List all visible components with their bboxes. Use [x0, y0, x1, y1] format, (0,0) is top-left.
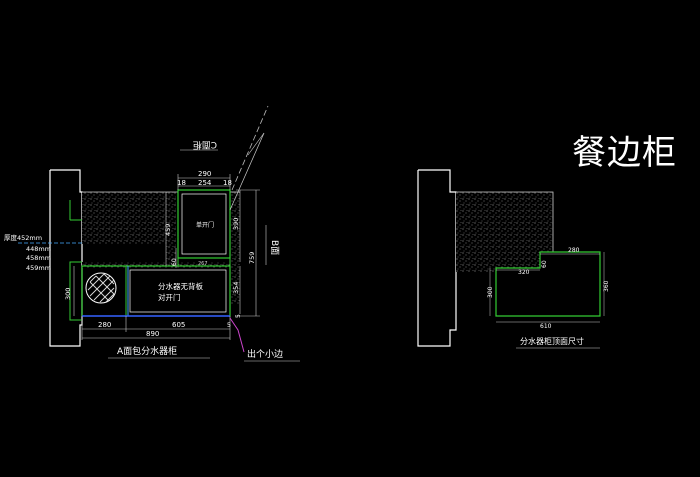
dim-bottom-5: 5 [227, 322, 231, 329]
thickness-2: 448mm [26, 245, 51, 253]
drawing-title: 餐边柜 [572, 133, 677, 173]
dim-top-254: 254 [198, 179, 212, 187]
right-wall-outline [417, 169, 457, 347]
right-counter-fill [456, 192, 553, 272]
dim-759: 759 [248, 252, 256, 264]
dim-bottom-890: 890 [146, 330, 159, 338]
manifold-label-1: 分水器无背板 [158, 281, 203, 291]
right-dim-300: 300 [487, 286, 494, 298]
right-caption: 分水器柜顶面尺寸 [520, 336, 584, 346]
left-green-outline [69, 261, 82, 321]
dim-top-18-left: 18 [177, 179, 186, 187]
dim-top-18-right: 18 [223, 179, 232, 187]
guide-line-solid-2 [247, 132, 265, 156]
left-middle-fill [166, 192, 176, 262]
dim-bottom-605: 605 [172, 321, 185, 329]
caption-a-face: A面包分水器柜 [117, 345, 177, 357]
dim-bottom-280: 280 [98, 321, 111, 329]
thickness-3: 458mm [26, 254, 51, 262]
single-door-label: 单开门 [196, 221, 214, 229]
thickness-4: 459mm [26, 264, 51, 272]
right-dim-320: 320 [518, 269, 530, 276]
note-edge-label: 出个小边 [247, 348, 283, 360]
manifold-top-outline [495, 251, 601, 317]
dim-top-290: 290 [198, 170, 211, 178]
dim-left-300: 300 [64, 288, 72, 300]
face-c-label: C面柜 [193, 139, 217, 151]
guide-line-dashed [231, 105, 269, 191]
dim-390: 390 [232, 218, 240, 230]
guide-line-solid [229, 132, 265, 211]
note-edge-leader [229, 317, 245, 353]
right-dim-60: 60 [541, 260, 548, 268]
right-dim-280: 280 [568, 247, 580, 254]
right-counter-outline [456, 191, 554, 252]
face-b-label: B面 [269, 240, 280, 255]
left-lower-wall-fill [82, 262, 240, 268]
dim-354: 354 [232, 282, 240, 294]
inner-dim-text: 267 [198, 261, 208, 267]
manifold-label-2: 对开门 [158, 292, 181, 302]
single-door-inner [181, 193, 227, 255]
manifold-door-box [129, 269, 227, 313]
thickness-1: 厚度452mm [4, 233, 42, 242]
dim-60: 60 [171, 258, 178, 266]
manifold-pipe-hatch [87, 273, 115, 303]
manifold-pipe-circle [85, 272, 117, 304]
left-counter-top [82, 192, 166, 244]
right-dim-610: 610 [540, 323, 552, 330]
right-dim-360: 360 [603, 280, 610, 292]
left-counter-top-right [230, 192, 240, 304]
dim-459: 459 [164, 224, 172, 236]
